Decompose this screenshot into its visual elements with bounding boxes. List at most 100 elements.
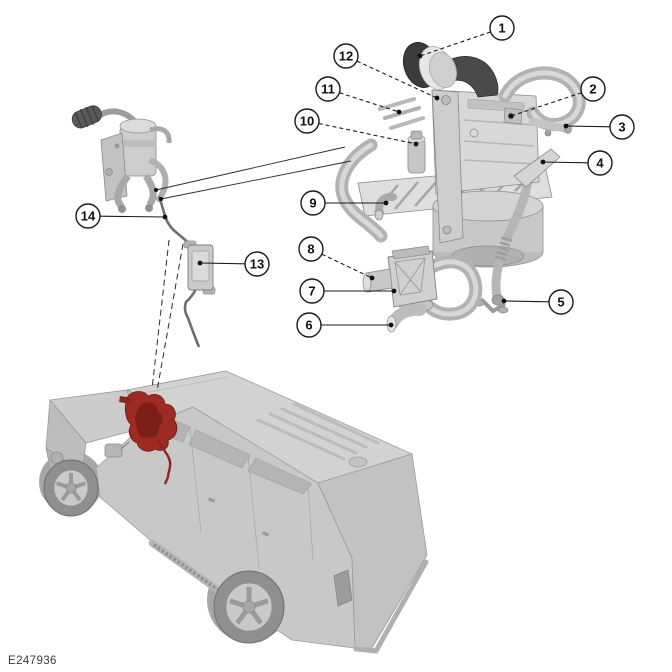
callout-number-11: 11 (321, 82, 335, 97)
door-handle (208, 497, 216, 503)
callout-number-4: 4 (596, 156, 604, 171)
leader-line-13 (199, 262, 246, 265)
callout-circle-10 (294, 108, 320, 134)
callout-circle-9 (300, 190, 326, 216)
pump-hose-left (114, 173, 131, 210)
leader-dot-12 (434, 95, 440, 101)
callout-number-3: 3 (618, 120, 625, 135)
callout-number-9: 9 (309, 196, 316, 211)
callout-circle-14 (75, 203, 101, 229)
callout-number-6: 6 (305, 318, 312, 333)
bracket-bolt (114, 143, 120, 149)
exhaust-bracket (479, 297, 507, 314)
pillar-boss-top (441, 95, 451, 105)
side-step-tread (152, 543, 222, 593)
side-mirror (104, 443, 123, 458)
callout-12: 12 (333, 43, 440, 101)
leader-dot-10 (413, 141, 419, 147)
callout-4: 4 (540, 150, 613, 176)
pump-bracket (100, 132, 128, 202)
leader-dot-3 (563, 123, 569, 129)
vehicle-illustration (39, 370, 429, 654)
callout-circle-1 (489, 15, 515, 41)
leader-line-8 (321, 253, 373, 279)
body-panel-lines (463, 119, 537, 165)
bracket-foot-2 (497, 306, 509, 314)
pump-outlet-tube (149, 126, 172, 144)
roof-ribs (256, 402, 380, 461)
leader-dot-13 (197, 260, 203, 266)
callout-number-10: 10 (300, 114, 314, 129)
callout-number-2: 2 (589, 82, 596, 97)
callout-13: 13 (197, 251, 270, 277)
leader-dot-1 (417, 53, 423, 59)
callout-number-8: 8 (307, 242, 314, 257)
leader-line-12 (356, 60, 438, 99)
callout-8: 8 (298, 236, 375, 281)
taillight (333, 569, 353, 607)
highlighted-fuel-line (156, 439, 172, 485)
detail-reference-lines (154, 146, 352, 201)
leader-dot-2 (508, 113, 514, 119)
callout-number-5: 5 (557, 295, 564, 310)
callout-number-7: 7 (308, 284, 315, 299)
callout-number-13: 13 (250, 257, 264, 272)
leader-line-10 (318, 122, 417, 145)
pump-band (120, 140, 156, 147)
location-indicator-lines (151, 239, 184, 392)
leader-dot-5 (501, 298, 507, 304)
callout-11: 11 (315, 76, 402, 115)
elbow-opening (374, 209, 384, 221)
leader-dot-8 (369, 275, 375, 281)
callout-circle-11 (315, 76, 341, 102)
callout-circle-8 (298, 236, 324, 262)
fuel-pipe (529, 118, 571, 133)
front-wheel (43, 459, 99, 517)
callout-number-12: 12 (339, 49, 353, 64)
callout-number-1: 1 (498, 21, 505, 36)
body-boss (469, 128, 479, 138)
pump-hose-right (143, 174, 157, 208)
callout-2: 2 (508, 76, 606, 119)
callout-circle-7 (299, 278, 325, 304)
fuel-line-bracket (183, 240, 216, 295)
mirror-arm (120, 441, 130, 450)
callout-circle-13 (244, 251, 270, 277)
callout-9: 9 (300, 190, 389, 216)
door-handle-rear (262, 531, 269, 537)
hose-fitting (118, 205, 126, 213)
side-bracket (513, 148, 561, 188)
callout-circle-3 (609, 114, 635, 140)
rear-wheel (213, 570, 285, 644)
valve-port-bottom (387, 303, 426, 329)
heater-assembly (335, 42, 586, 333)
leader-line-1 (419, 31, 491, 57)
callout-7: 7 (299, 278, 397, 304)
callout-circle-2 (580, 76, 606, 102)
hose-fitting-2 (145, 204, 153, 212)
leader-dot-11 (396, 109, 402, 115)
fuel-pump-assembly (71, 105, 172, 213)
pump-cap (119, 118, 157, 134)
bracket-screw (544, 129, 552, 137)
leader-dot-4 (540, 159, 546, 165)
leader-line-2 (510, 92, 582, 117)
leader-dot-9 (383, 200, 389, 206)
pump-body (119, 125, 157, 177)
leader-dot-6 (388, 322, 394, 328)
pump-inlet-tube (98, 108, 137, 124)
callout-6: 6 (296, 312, 394, 338)
callout-14: 14 (75, 203, 168, 229)
coolant-valve (362, 245, 438, 333)
callout-circle-6 (296, 312, 322, 338)
leader-line-11 (339, 92, 400, 113)
bracket-grommet (105, 168, 113, 176)
callout-3: 3 (563, 114, 635, 140)
door-seams (189, 427, 314, 569)
callout-10: 10 (294, 108, 419, 147)
rear-bumper-edge (353, 559, 429, 654)
heater-pillar (431, 89, 464, 244)
leader-line-14 (99, 215, 166, 218)
callout-5: 5 (501, 289, 574, 315)
leader-dot-7 (391, 288, 397, 294)
